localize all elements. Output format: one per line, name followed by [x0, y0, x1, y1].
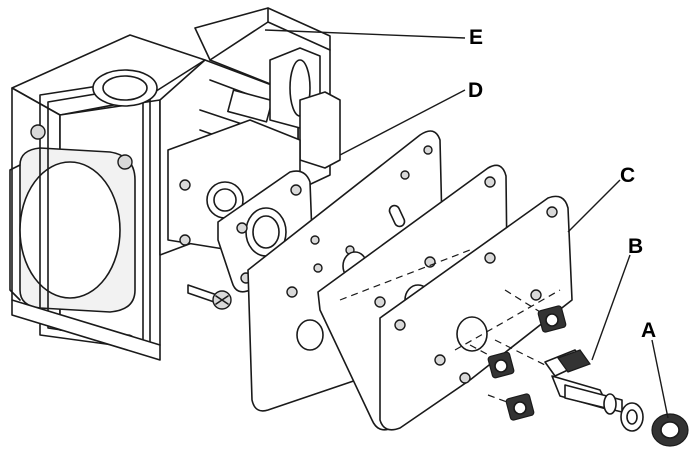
leader-line-b	[591, 254, 631, 361]
bracket-part-c	[379, 195, 573, 431]
leader-line-c	[567, 179, 621, 233]
label-b: B	[628, 235, 643, 258]
fitting-part-b	[494, 339, 623, 415]
washer-part-a	[620, 402, 689, 447]
leader-line-d	[339, 89, 466, 156]
gasket-part-d	[217, 170, 313, 293]
leader-line-e	[264, 29, 466, 39]
label-e: E	[469, 26, 483, 49]
label-d: D	[468, 79, 483, 102]
leader-lines	[264, 29, 669, 419]
leader-line-a	[651, 339, 669, 419]
label-c: C	[620, 164, 635, 187]
label-a: A	[641, 319, 656, 342]
mounting-screws	[469, 289, 567, 421]
